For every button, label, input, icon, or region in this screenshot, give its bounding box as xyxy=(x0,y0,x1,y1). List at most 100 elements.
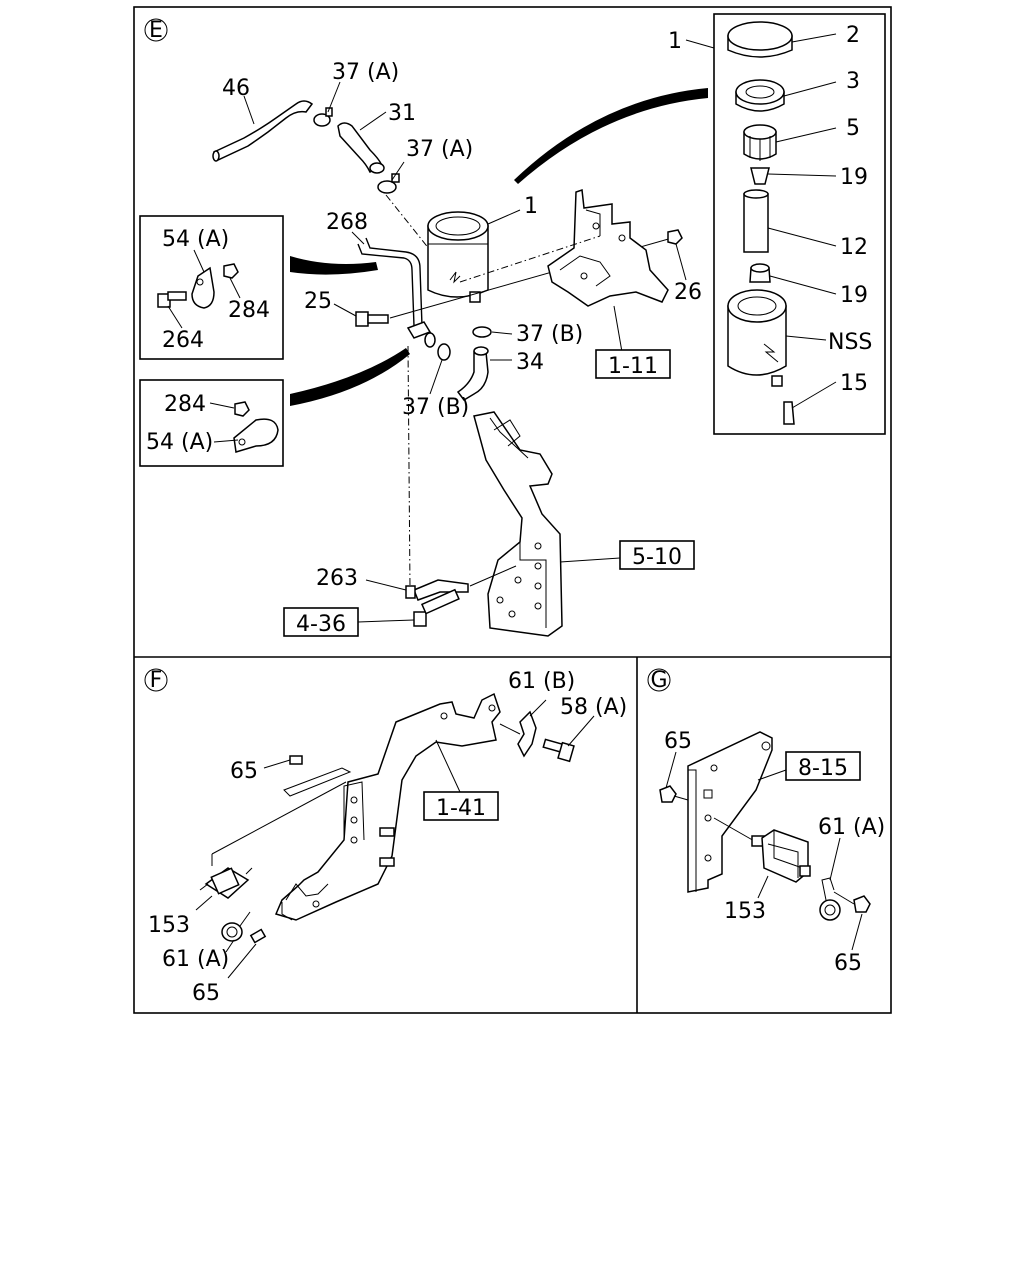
assembly-line-f xyxy=(211,781,347,855)
bolt-58a xyxy=(542,738,575,763)
label-inset1-54a: 54 (A) xyxy=(162,227,229,252)
label-153-f: 153 xyxy=(148,913,190,938)
assembly-line-g2 xyxy=(713,817,757,843)
label-65-top-g: 65 xyxy=(664,729,692,754)
label-exploded-19-bottom: 19 xyxy=(840,283,868,308)
bracket-1-11 xyxy=(547,188,669,307)
nut-65-top-g xyxy=(659,785,677,803)
svg-text:E: E xyxy=(149,18,163,43)
callout-sweep-inset2 xyxy=(290,348,410,406)
assembly-line-g1 xyxy=(673,795,689,801)
exploded-view-box xyxy=(713,13,886,435)
bracket-1-41 xyxy=(274,692,501,921)
label-31: 31 xyxy=(388,101,416,126)
label-26: 26 xyxy=(674,280,702,305)
spring-61a-f xyxy=(221,911,251,942)
assembly-line-clip xyxy=(469,565,517,587)
hose-31 xyxy=(337,122,385,174)
mount-153-g xyxy=(751,829,811,883)
ref-box-8-15[interactable]: 8-15 xyxy=(785,751,861,781)
section-marker-f: F xyxy=(144,668,168,693)
label-61a-f: 61 (A) xyxy=(162,947,229,972)
label-exploded-19-top: 19 xyxy=(840,165,868,190)
label-37b-bottom: 37 (B) xyxy=(402,395,469,420)
label-inset2-54a: 54 (A) xyxy=(146,430,213,455)
label-exploded-nss: NSS xyxy=(828,330,872,355)
label-25: 25 xyxy=(304,289,332,314)
label-65-top-f: 65 xyxy=(230,759,258,784)
label-153-g: 153 xyxy=(724,899,766,924)
bracket-8-15 xyxy=(687,731,773,893)
callout-sweep-exploded xyxy=(514,88,708,184)
clamp-37b-lower xyxy=(437,343,451,361)
label-263: 263 xyxy=(316,566,358,591)
assembly-line xyxy=(385,194,431,251)
label-37a-top: 37 (A) xyxy=(332,60,399,85)
assembly-line-61b xyxy=(499,723,521,735)
leader-lines-g xyxy=(665,751,863,951)
stud-65-top xyxy=(289,755,303,765)
clip-263 xyxy=(405,579,469,601)
label-inset2-284: 284 xyxy=(164,392,206,417)
reservoir-tank xyxy=(427,211,489,303)
hose-clamp-37a-mid xyxy=(377,173,400,194)
ref-box-1-41[interactable]: 1-41 xyxy=(423,791,499,821)
ref-box-4-36[interactable]: 4-36 xyxy=(283,607,359,637)
leader-lines-e xyxy=(167,33,837,623)
assembly-line-g3 xyxy=(833,891,855,905)
hose-clamp-37a-top xyxy=(313,107,333,127)
ref-box-5-10[interactable]: 5-10 xyxy=(619,540,695,570)
svg-text:1-11: 1-11 xyxy=(608,354,658,379)
label-exploded-1: 1 xyxy=(668,29,682,54)
label-65-bottom-g: 65 xyxy=(834,951,862,976)
pipe-268 xyxy=(357,237,432,339)
callout-sweep-inset1 xyxy=(290,256,378,275)
label-65-bottom-f: 65 xyxy=(192,981,220,1006)
pipe-fitting xyxy=(424,332,436,348)
section-marker-e: E xyxy=(144,18,168,43)
label-268: 268 xyxy=(326,210,368,235)
mount-153 xyxy=(199,867,253,899)
label-exploded-2: 2 xyxy=(846,23,860,48)
label-inset1-264: 264 xyxy=(162,328,204,353)
inset-box-clip-bolt xyxy=(139,215,284,360)
diagram-frame xyxy=(133,6,892,1014)
stud-65-bottom xyxy=(249,928,267,944)
label-61a-g: 61 (A) xyxy=(818,815,885,840)
svg-text:F: F xyxy=(150,668,163,693)
label-58a: 58 (A) xyxy=(560,695,627,720)
label-46: 46 xyxy=(222,76,250,101)
plate-f xyxy=(283,767,352,797)
label-exploded-12: 12 xyxy=(840,235,868,260)
inset-box-clip-nut xyxy=(139,379,284,467)
label-61b: 61 (B) xyxy=(508,669,575,694)
label-exploded-3: 3 xyxy=(846,69,860,94)
label-34: 34 xyxy=(516,350,544,375)
stud-upper xyxy=(379,827,395,837)
label-tank-1: 1 xyxy=(524,194,538,219)
svg-text:1-41: 1-41 xyxy=(436,796,486,821)
spring-61a-g xyxy=(819,877,841,921)
label-37b-right: 37 (B) xyxy=(516,322,583,347)
svg-text:5-10: 5-10 xyxy=(632,545,682,570)
bolt-25 xyxy=(355,311,389,327)
assembly-line-bracket xyxy=(459,235,601,283)
nut-65-bottom-g xyxy=(853,895,871,913)
clip-61b xyxy=(517,710,537,758)
assembly-line-263 xyxy=(407,345,411,589)
leader-lines-f xyxy=(195,699,595,979)
section-marker-g: G xyxy=(647,668,671,693)
svg-text:4-36: 4-36 xyxy=(296,612,346,637)
hose-34 xyxy=(456,346,489,401)
hose-46 xyxy=(212,100,314,162)
ref-box-1-11[interactable]: 1-11 xyxy=(595,349,671,379)
svg-text:8-15: 8-15 xyxy=(798,756,848,781)
label-inset1-284: 284 xyxy=(228,298,270,323)
nut-26 xyxy=(667,229,683,245)
bolt-4-36 xyxy=(413,588,460,627)
frame-rail-5-10 xyxy=(473,411,563,637)
label-37a-mid: 37 (A) xyxy=(406,137,473,162)
clamp-37b-right xyxy=(472,326,492,338)
svg-text:G: G xyxy=(650,668,667,693)
